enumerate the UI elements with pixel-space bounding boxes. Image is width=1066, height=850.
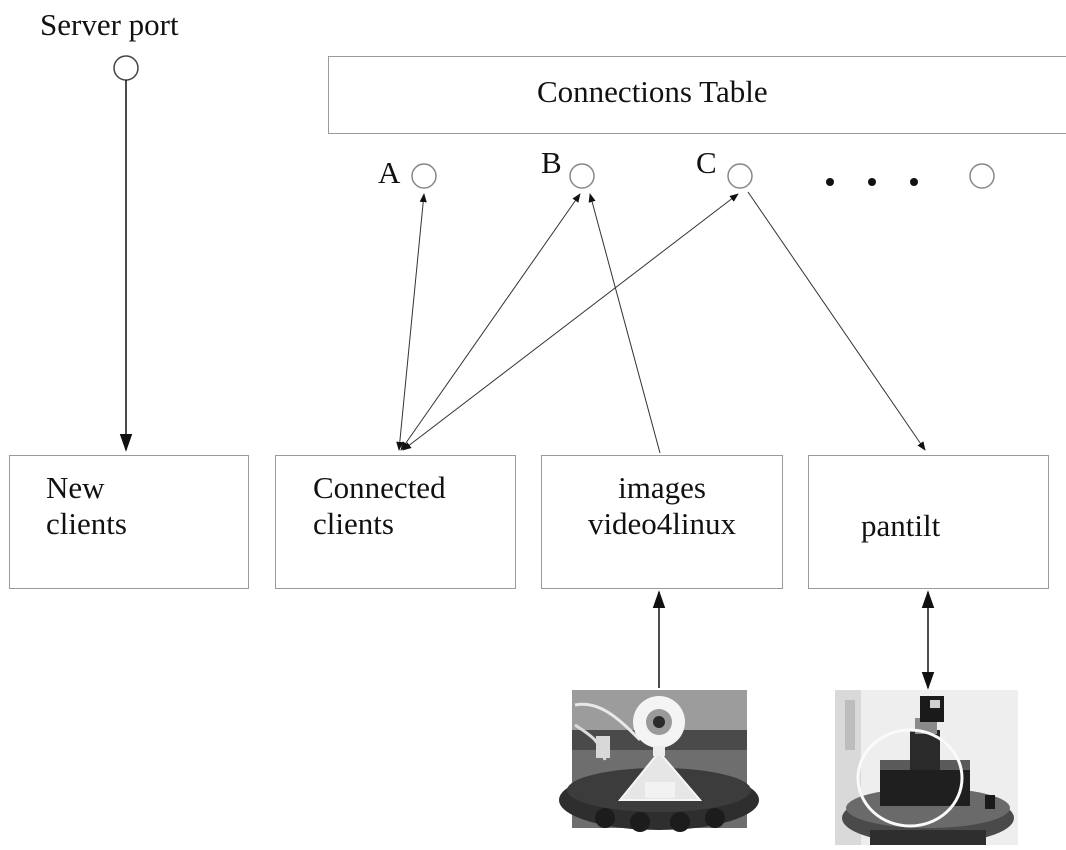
connected-clients-line1: Connected	[313, 470, 446, 505]
connected-clients-box: Connected clients	[275, 455, 516, 589]
ellipsis-dot	[910, 178, 918, 186]
new-clients-text: New clients	[46, 470, 127, 542]
arrow-images-b	[588, 193, 661, 454]
slot-b-node	[569, 163, 595, 189]
slot-n-node	[969, 163, 995, 189]
pantilt-box: pantilt	[808, 455, 1049, 589]
images-box: images video4linux	[541, 455, 783, 589]
new-clients-line2: clients	[46, 506, 127, 541]
arrow-c-pantilt	[747, 191, 926, 451]
server-port-label: Server port	[40, 7, 179, 42]
ellipsis-dot	[826, 178, 834, 186]
arrow-a-connected	[396, 193, 427, 451]
webcam-photo	[559, 690, 759, 832]
pantilt-text: pantilt	[861, 508, 940, 544]
new-clients-box: New clients	[9, 455, 249, 589]
images-line1: images	[618, 470, 706, 505]
arrow-b-connected	[400, 193, 581, 451]
pantilt-photo	[835, 690, 1018, 845]
images-text: images video4linux	[542, 470, 782, 542]
connected-clients-text: Connected clients	[313, 470, 446, 542]
ellipsis-dot	[868, 178, 876, 186]
new-clients-line1: New	[46, 470, 105, 505]
slot-a-label: A	[378, 155, 401, 190]
slot-a-node	[411, 163, 437, 189]
pantilt-line1: pantilt	[861, 508, 941, 543]
slot-c-label: C	[696, 145, 717, 180]
slot-b-label: B	[541, 145, 562, 180]
connections-table: Connections Table	[328, 56, 1066, 134]
connections-table-title: Connections Table	[537, 74, 768, 109]
connected-clients-line2: clients	[313, 506, 394, 541]
images-line2: video4linux	[587, 506, 737, 541]
slot-c-node	[727, 163, 753, 189]
arrow-c-connected	[402, 193, 739, 451]
server-port-node	[113, 55, 139, 81]
